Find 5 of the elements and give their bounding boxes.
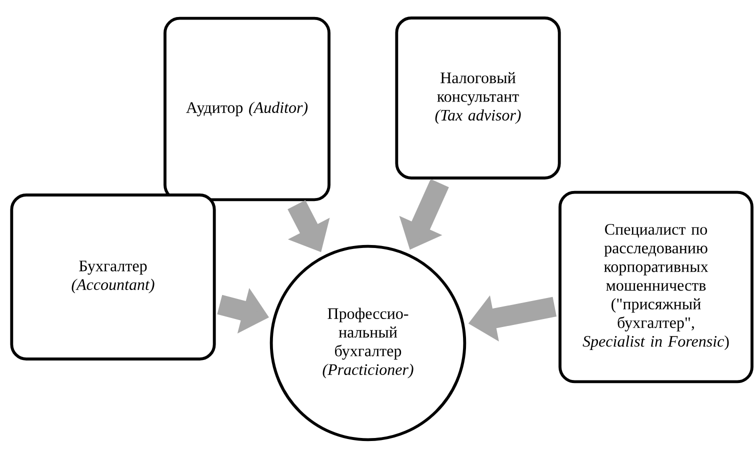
rounded-box: Аудитор (Auditor) xyxy=(164,16,330,202)
rounded-box: Бухгалтер (Accountant) xyxy=(10,194,216,360)
rounded-box: Налоговый консультант (Tax advisor) xyxy=(395,16,561,180)
circle-node: Профессио-нальный бухгалтер (Practicioner) xyxy=(270,244,466,442)
rounded-box: Специалист по расследованию корпоративных мошенничеств ("присяжный бухгалтер", Specialist in Forensic) xyxy=(558,190,754,384)
